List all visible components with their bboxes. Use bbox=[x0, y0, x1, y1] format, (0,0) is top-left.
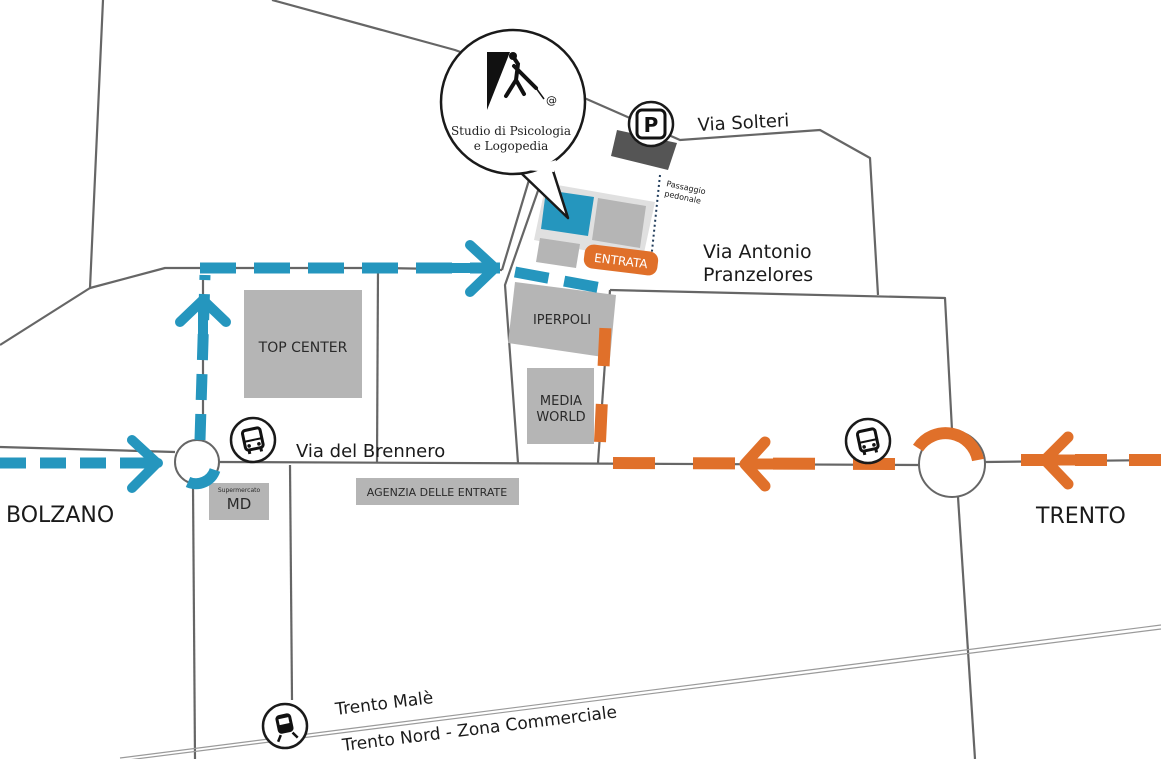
street-brennero: Via del Brennero bbox=[296, 441, 445, 462]
studio-neighbor bbox=[592, 198, 646, 248]
blue-arrows bbox=[125, 240, 500, 493]
arrow-icon bbox=[1039, 431, 1091, 490]
media-world-building bbox=[527, 368, 594, 444]
road-top-diagonal bbox=[271, 0, 880, 296]
rail-label-1: Trento Malè bbox=[333, 688, 434, 720]
supermarket-building bbox=[209, 483, 269, 520]
studio-annex bbox=[536, 238, 580, 268]
blue-route-roundabout-arc bbox=[185, 467, 221, 490]
road-west-branch bbox=[0, 287, 91, 346]
studio-line-1: Studio di Psicologia bbox=[451, 124, 571, 138]
arrow-icon bbox=[440, 240, 500, 297]
studio-line-2: e Logopedia bbox=[474, 139, 548, 153]
road-south-1 bbox=[191, 484, 197, 759]
parking-letter: P bbox=[644, 113, 659, 137]
iperpoli-building bbox=[508, 282, 616, 358]
road-south-2 bbox=[288, 464, 294, 701]
road-pranzelores bbox=[609, 288, 954, 431]
orange-route-roundabout-arc bbox=[912, 427, 984, 462]
orange-route-iperpoli bbox=[594, 314, 612, 443]
arrow-icon bbox=[125, 435, 163, 493]
orange-arrows bbox=[739, 431, 1091, 492]
bus-icon bbox=[240, 426, 265, 455]
parking-marker: P bbox=[627, 100, 675, 148]
media-world-label-2: WORLD bbox=[536, 410, 585, 425]
studio-callout: @ Studio di Psicologia e Logopedia bbox=[439, 28, 587, 220]
direction-bolzano: BOLZANO bbox=[6, 503, 114, 528]
callout-circle bbox=[439, 28, 587, 176]
supermarket-small-label: Supermercato bbox=[218, 487, 261, 494]
blue-route-turn bbox=[513, 266, 614, 296]
street-solteri: Via Solteri bbox=[697, 110, 790, 136]
bus-stop-east bbox=[844, 417, 892, 465]
supermarket-label: MD bbox=[227, 495, 252, 513]
bus-stop-west bbox=[229, 416, 277, 464]
road-north-west bbox=[88, 0, 503, 290]
street-pranzelores-2: Pranzelores bbox=[703, 264, 813, 286]
entrance-label: ENTRATA bbox=[593, 251, 649, 272]
logo-walker-icon: @ bbox=[487, 52, 557, 110]
bus-icon bbox=[855, 427, 880, 456]
iperpoli-label: IPERPOLI bbox=[533, 313, 591, 328]
parking-circle bbox=[627, 100, 675, 148]
pedestrian-passage bbox=[649, 174, 661, 271]
parking-icon bbox=[635, 108, 667, 140]
arrow-icon bbox=[739, 436, 806, 492]
media-world-label-1: MEDIA bbox=[540, 394, 582, 409]
entrance-marker: ENTRATA bbox=[583, 244, 659, 276]
entrance-badge bbox=[583, 244, 659, 276]
logo-at: @ bbox=[546, 94, 557, 107]
top-center-label: TOP CENTER bbox=[258, 340, 348, 356]
road-top-center-east bbox=[375, 267, 380, 464]
train-icon bbox=[275, 713, 299, 743]
callout-tail-mask bbox=[524, 160, 556, 172]
train-station bbox=[261, 702, 309, 750]
top-center-building bbox=[244, 290, 362, 398]
agenzia-label: AGENZIA DELLE ENTRATE bbox=[367, 486, 507, 499]
agenzia-building bbox=[356, 478, 519, 505]
street-pranzelores-1: Via Antonio bbox=[703, 241, 812, 263]
road-east-vertical-south bbox=[956, 496, 977, 759]
arrow-icon bbox=[175, 295, 231, 350]
direction-trento: TRENTO bbox=[1035, 504, 1126, 529]
